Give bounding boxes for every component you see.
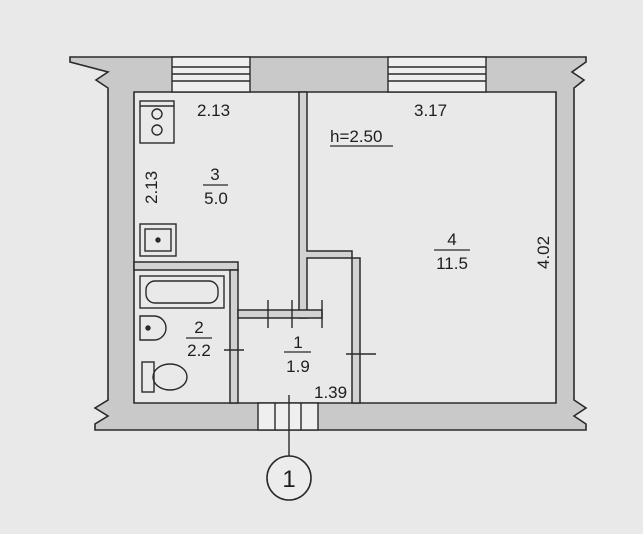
room-area: 5.0 [204,189,228,208]
window-kitchen [171,56,251,93]
axis-marker [266,455,312,501]
washbasin-fixture [139,315,167,341]
room-number: 2 [194,318,203,337]
room-label-hall: 1 1.9 [284,333,311,376]
kitchen-sink-fixture [139,223,177,257]
toilet-fixture [141,361,188,393]
room-label-living: 4 11.5 [434,230,470,273]
window-room [387,56,487,93]
dim-kitchen-depth: 2.13 [142,171,161,204]
room-label-kitchen: 3 5.0 [203,165,228,208]
dim-hall-width: 1.39 [314,383,347,402]
dim-room-width: 3.17 [414,101,447,120]
room-number: 4 [447,230,456,249]
room-label-bathroom: 2 2.2 [186,318,212,360]
dim-room-depth: 4.02 [534,236,553,269]
axis-label: 1 [282,466,295,493]
stove-fixture [139,100,175,144]
bathtub-fixture [139,275,225,309]
room-area: 1.9 [286,357,310,376]
door-ticks [224,300,376,355]
room-number: 1 [293,333,302,352]
entrance-door [257,402,319,431]
interior-walls [133,91,361,404]
room-area: 11.5 [436,254,468,273]
room-area: 2.2 [187,341,211,360]
ceiling-height-label: h=2.50 [330,127,382,146]
outer-wall [69,56,588,431]
dim-kitchen-width: 2.13 [197,101,230,120]
room-number: 3 [210,165,219,184]
